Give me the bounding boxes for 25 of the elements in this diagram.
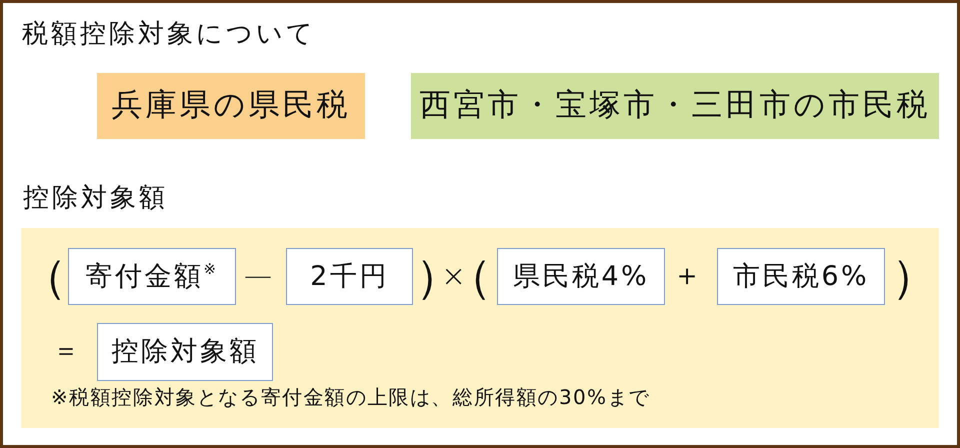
math-symbol: ＝	[53, 338, 79, 364]
formula-term-box	[68, 248, 236, 305]
math-symbol: （	[45, 253, 62, 299]
formula-term-box	[97, 323, 273, 381]
term-label: 県民税4%	[512, 260, 650, 292]
term-label: 寄付金額$^{※}$	[86, 260, 218, 292]
term-label: 市民税6%	[732, 260, 870, 292]
formula-term-box	[286, 248, 413, 305]
term-label: 2千円	[310, 260, 389, 292]
math-symbol: （	[470, 253, 487, 299]
math-symbol: ＋	[672, 261, 702, 291]
category-box	[411, 73, 939, 139]
footnote: ※税額控除対象となる寄付金額の上限は、総所得額の30%まで	[51, 386, 650, 409]
formula-term-box	[717, 248, 885, 305]
category-box	[97, 73, 365, 139]
math-symbol: —	[244, 262, 272, 290]
math-symbol: ×	[441, 262, 466, 292]
math-symbol: ）	[897, 253, 914, 299]
term-label: 控除対象額	[111, 336, 259, 368]
section-heading: 控除対象額	[23, 184, 168, 214]
math-symbol: ）	[421, 253, 438, 299]
category-label: 西宮市・宝塚市・三田市の市民税	[420, 88, 930, 124]
formula-term-box	[497, 248, 665, 305]
category-label: 兵庫県の県民税	[112, 88, 350, 124]
title: 税額控除対象について	[22, 20, 316, 50]
